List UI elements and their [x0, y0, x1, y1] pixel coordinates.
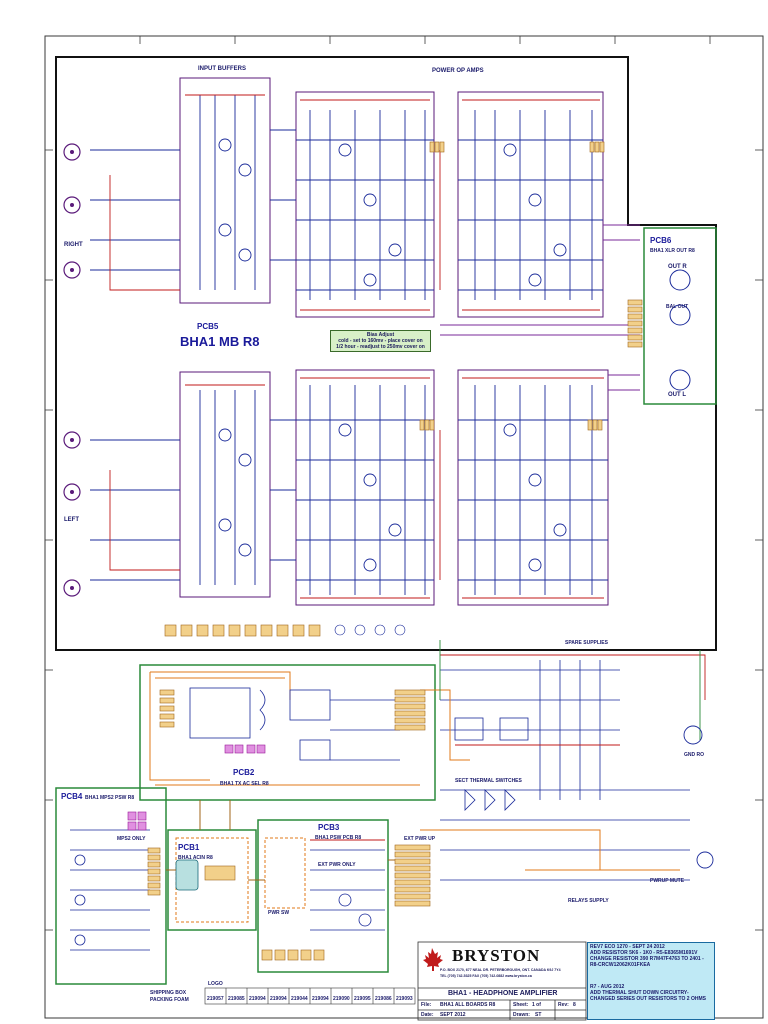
drawn-value: ST — [535, 1012, 542, 1018]
eco-line: REV7 ECO 1270 - SEPT 24 2012 — [590, 944, 665, 950]
eco-line: R7 - AUG 2012 — [590, 984, 625, 990]
company-logo: BRYSTON — [452, 946, 541, 965]
channel-right-label: RIGHT — [64, 242, 83, 248]
bias-note-line-1: Bias Adjust — [366, 332, 395, 338]
sect-thermal-label: SECT THERMAL SWITCHES — [455, 778, 522, 784]
eco-revision-notes: REV7 ECO 1270 - SEPT 24 2012 ADD RESISTO… — [587, 942, 715, 1020]
date-value: SEPT 2012 — [440, 1012, 466, 1018]
sticker-shipping-box: SHIPPING BOX — [150, 990, 187, 996]
eco-line: CHANGED SERIES OUT RESISTORS TO 2 OHMS — [590, 996, 706, 1002]
spare-supplies-title: SPARE SUPPLIES — [565, 640, 608, 646]
bom-part: 219094 — [249, 996, 266, 1002]
pwr-sw-label: PWR SW — [268, 910, 290, 916]
pcb2-name: BHA1 TX AC SEL R8 — [220, 781, 269, 787]
file-value: BHA1 ALL BOARDS R8 — [440, 1002, 496, 1008]
bom-part: 219044 — [291, 996, 308, 1002]
bom-part: 219086 — [375, 996, 392, 1002]
pcb3-id: PCB3 — [318, 823, 340, 832]
ext-pwr-only-label: EXT PWR ONLY — [318, 862, 356, 868]
input-buffers-title: INPUT BUFFERS — [198, 66, 246, 72]
company-address: P.O. BOX 2170, 677 NEAL DR. PETERBOROUGH… — [440, 968, 561, 972]
out-l-label: OUT L — [668, 392, 686, 398]
out-r-label: OUT R — [668, 264, 687, 270]
bias-note-line-2: cold - set to 160mv - place cover on — [338, 338, 423, 344]
pcb5-name: BHA1 MB R8 — [180, 334, 260, 349]
date-label: Date: — [421, 1012, 434, 1018]
bom-part: 219094 — [270, 996, 287, 1002]
sticker-packing-foam: PACKING FOAM — [150, 997, 189, 1003]
mps2-only-label: MPS2 ONLY — [117, 836, 146, 842]
pcb1-name: BHA1 ACIN R8 — [178, 855, 213, 861]
drawing-title: BHA1 - HEADPHONE AMPLIFIER — [448, 990, 558, 997]
pcb2-id: PCB2 — [233, 768, 255, 777]
relays-supply-label: RELAYS SUPPLY — [568, 898, 609, 904]
file-label: File: — [421, 1002, 432, 1008]
pwrup-mute-label: PWRUP MUTE — [650, 878, 685, 884]
eco-line: CHANGE RESISTOR 390 R7M47F4763 TO 2401 - — [590, 956, 704, 962]
company-phone: TEL (705) 742-5325 FAX (705) 742-0882 ww… — [440, 974, 532, 978]
bom-part: 219057 — [207, 996, 224, 1002]
bias-note-line-3: 1/2 hour - readjust to 250mv cover on — [336, 344, 425, 350]
eco-line: ADD RESISTOR 5K6 - 1K0 - R5-E8365M1691V — [590, 950, 698, 956]
bom-part: 219093 — [396, 996, 413, 1002]
eco-line: ADD THERMAL SHUT DOWN CIRCUITRY- — [590, 990, 689, 996]
pcb4-name: BHA1 MPS2 PSW R8 — [85, 795, 135, 801]
sticker-logo: LOGO — [208, 981, 223, 987]
gnd-label: GND RO — [684, 752, 704, 758]
bias-adjust-note: Bias Adjust cold - set to 160mv - place … — [330, 330, 431, 352]
bom-part: 219094 — [312, 996, 329, 1002]
pcb3-name: BHA1 PSW PCB R8 — [315, 835, 362, 841]
eco-line: R8-CRCW12062K01FKEA — [590, 962, 651, 968]
power-op-amps-title: POWER OP AMPS — [432, 68, 484, 74]
pcb1-id: PCB1 — [178, 843, 200, 852]
pcb4-id: PCB4 — [61, 792, 83, 801]
drawn-label: Drawn: — [513, 1012, 530, 1018]
channel-left-label: LEFT — [64, 517, 79, 523]
pcb6-name: BHA1 XLR OUT R8 — [650, 248, 695, 254]
bal-out-label: BAL OUT — [666, 304, 689, 310]
rev-value: 8 — [573, 1002, 576, 1008]
bom-part: 219095 — [354, 996, 371, 1002]
bom-part: 219085 — [228, 996, 245, 1002]
rev-label: Rev: — [558, 1002, 569, 1008]
pcb6-id: PCB6 — [650, 236, 672, 245]
bom-part: 219090 — [333, 996, 350, 1002]
ext-pwr-up-label: EXT PWR UP — [404, 836, 436, 842]
sheet-value: 1 of — [532, 1002, 541, 1008]
sheet-label: Sheet: — [513, 1002, 529, 1008]
pcb5-id: PCB5 — [197, 322, 219, 331]
